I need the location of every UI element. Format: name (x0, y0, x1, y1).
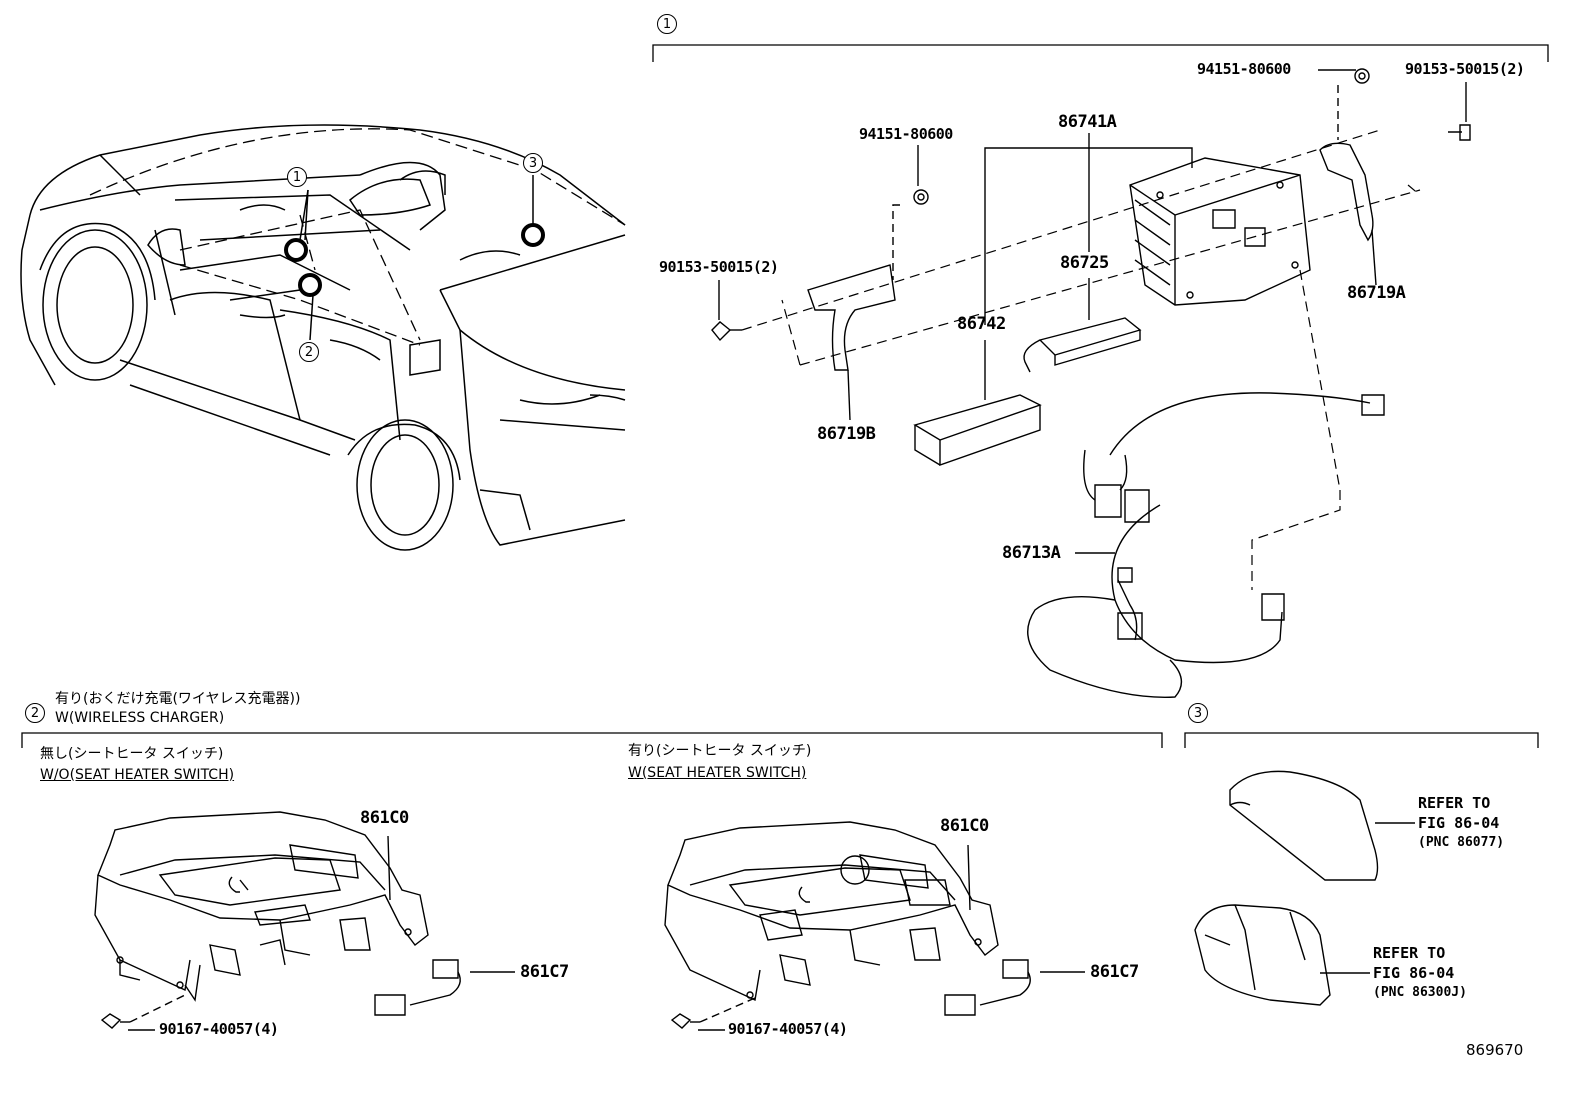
part-label-bracket-left: 86719B (817, 424, 876, 444)
right-caption-jp: 有り(シートヒータ スイッチ) (628, 743, 812, 759)
module-ref-line1: REFER TO (1373, 944, 1446, 962)
part-label-sub-module: 86725 (1060, 253, 1109, 273)
section-marker-2: 2 (25, 703, 45, 723)
right-screw-part-label: 90167-40057(4) (728, 1020, 848, 1038)
left-caption-en: W/O(SEAT HEATER SWITCH) (40, 767, 235, 783)
car-marker-3: 3 (523, 153, 543, 173)
part-label-bolt-left: 90153-50015(2) (659, 258, 779, 276)
antenna-ref-line2: FIG 86-04 (1418, 814, 1500, 832)
part-label-bolt-top-right: 90153-50015(2) (1405, 60, 1525, 78)
part-label-nut-left: 94151-80600 (859, 125, 953, 143)
part-label-nut-top-right: 94151-80600 (1197, 60, 1291, 78)
charger-without-seat-heater (95, 812, 515, 1030)
figure-number: 869670 (1466, 1041, 1524, 1059)
left-cable-part-label: 861C7 (520, 962, 569, 982)
right-charger-part-label: 861C0 (940, 816, 989, 836)
section-2-wireless-charger (22, 733, 1162, 1030)
section-marker-3: 3 (1188, 703, 1208, 723)
section-1-assembly (653, 45, 1548, 697)
section-marker-1: 1 (657, 14, 677, 34)
right-caption-en: W(SEAT HEATER SWITCH) (628, 765, 807, 781)
part-label-wire-harness: 86713A (1002, 543, 1061, 563)
vehicle-illustration (21, 125, 625, 550)
section-3-references (1185, 733, 1538, 1005)
module-ref-line2: FIG 86-04 (1373, 964, 1455, 982)
left-screw-part-label: 90167-40057(4) (159, 1020, 279, 1038)
part-label-bracket-right: 86719A (1347, 283, 1406, 303)
left-charger-part-label: 861C0 (360, 808, 409, 828)
module-reference: REFER TO FIG 86-04 (PNC 86300J) (1373, 943, 1467, 1003)
part-label-card-module: 86742 (957, 314, 1006, 334)
right-cable-part-label: 861C7 (1090, 962, 1139, 982)
module-ref-pnc: (PNC 86300J) (1373, 985, 1467, 1000)
part-label-module-assembly: 86741A (1058, 112, 1117, 132)
antenna-ref-pnc: (PNC 86077) (1418, 835, 1505, 850)
section-2-title-en: W(WIRELESS CHARGER) (55, 710, 225, 726)
car-marker-2: 2 (299, 342, 319, 362)
car-marker-1: 1 (287, 167, 307, 187)
antenna-reference: REFER TO FIG 86-04 (PNC 86077) (1418, 793, 1504, 853)
left-caption-jp: 無し(シートヒータ スイッチ) (40, 746, 224, 762)
antenna-ref-line1: REFER TO (1418, 794, 1491, 812)
section-2-title-jp: 有り(おくだけ充電(ワイヤレス充電器)) (55, 691, 301, 707)
charger-with-seat-heater (665, 822, 1085, 1030)
